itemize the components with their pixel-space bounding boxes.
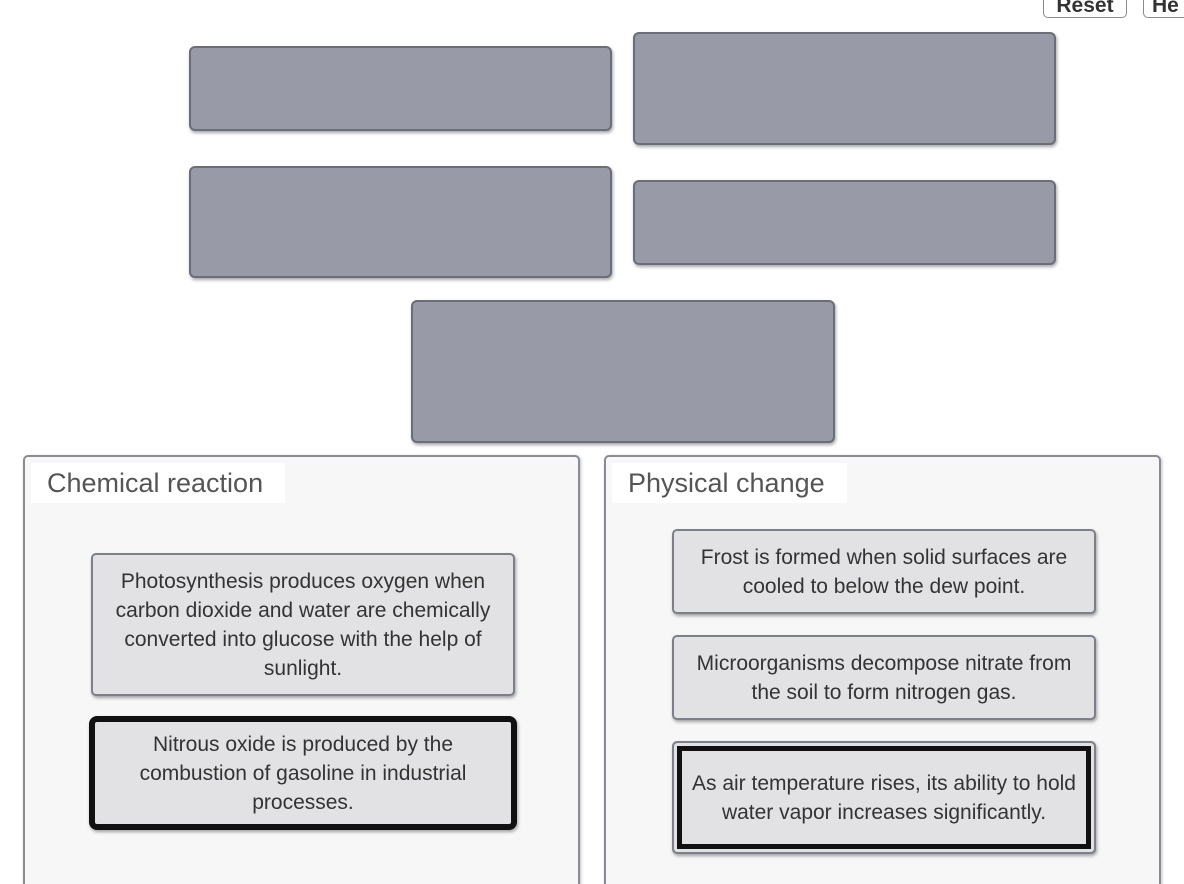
answer-card[interactable]: Photosynthesis produces oxygen when carb…	[91, 553, 515, 696]
drop-slot-5[interactable]	[411, 300, 835, 443]
answer-card[interactable]: Frost is formed when solid surfaces are …	[672, 529, 1096, 614]
reset-button[interactable]: Reset	[1043, 0, 1127, 18]
drop-slot-2[interactable]	[633, 32, 1056, 145]
bin-label: Chemical reaction	[31, 463, 286, 503]
bin-physical-change[interactable]: Physical change Frost is formed when sol…	[604, 455, 1161, 884]
drop-slot-4[interactable]	[633, 180, 1056, 265]
answer-card[interactable]: Microorganisms decompose nitrate from th…	[672, 635, 1096, 720]
answer-card-selected[interactable]: Nitrous oxide is produced by the combust…	[89, 716, 517, 830]
answer-card-selected[interactable]: As air temperature rises, its ability to…	[672, 741, 1096, 854]
bin-chemical-reaction[interactable]: Chemical reaction Photosynthesis produce…	[23, 455, 580, 884]
drop-slot-1[interactable]	[189, 46, 612, 131]
bin-label: Physical change	[612, 463, 847, 503]
help-button[interactable]: He	[1143, 0, 1184, 18]
drop-slot-3[interactable]	[189, 166, 612, 278]
